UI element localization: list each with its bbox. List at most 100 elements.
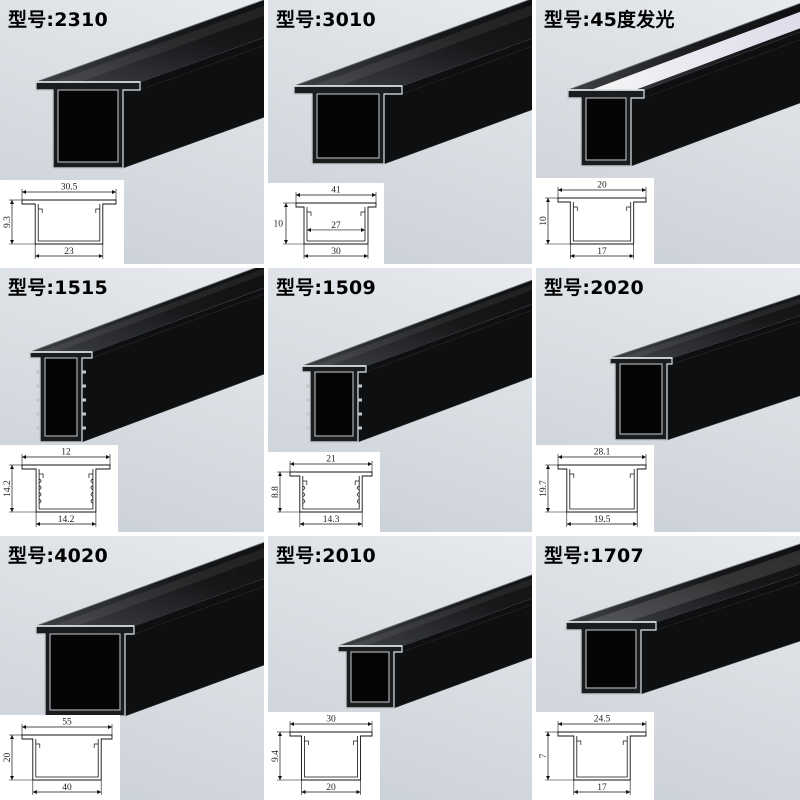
profile-edge-highlight: [35, 541, 264, 627]
cross-section-inner-wall: [304, 736, 358, 778]
cross-section-fin: [38, 478, 42, 484]
cross-section-lip: [573, 206, 578, 211]
profile-fin: [358, 384, 362, 388]
cross-section-fin: [90, 478, 94, 484]
model-title: 型号:2310: [8, 9, 108, 31]
profile-photo: [29, 268, 264, 443]
profile-fin: [306, 398, 310, 402]
dimension-label-top: 12: [61, 448, 71, 458]
profile-edge-highlight: [337, 574, 532, 647]
cross-section-lip: [569, 473, 575, 478]
profile-channel: [57, 89, 119, 163]
dimension-label-top: 20: [597, 181, 607, 191]
cross-section-outline: [557, 464, 647, 513]
model-title: 型号:1509: [276, 277, 376, 299]
cross-section-drawing: 55 40 20: [3, 718, 113, 795]
profile-edge-highlight: [609, 294, 800, 359]
cross-section-outline: [557, 197, 647, 245]
profile-channel: [585, 97, 627, 161]
profile-fin: [36, 398, 40, 402]
dimension-label-middle: 27: [331, 221, 341, 231]
cross-section-inner-wall: [38, 469, 94, 510]
profile-channel: [619, 363, 663, 435]
profile-channel: [314, 371, 354, 437]
cross-section-lip: [95, 208, 100, 213]
dimension-label-top: 21: [326, 455, 336, 465]
dimension-label-bottom: 17: [597, 247, 607, 257]
cross-section-lip: [88, 473, 93, 478]
dimension-label-left: 9.3: [3, 216, 13, 228]
profile-fin: [306, 426, 310, 430]
dimension-label-top: 41: [331, 186, 341, 196]
model-title: 型号:45度发光: [544, 9, 675, 31]
profile-fin: [82, 412, 86, 416]
dimension-label-left: 10: [274, 220, 284, 230]
model-title: 型号:4020: [8, 545, 108, 567]
profile-photo: [337, 574, 532, 709]
cross-section-lip: [307, 211, 312, 216]
dimension-label-bottom: 17: [597, 783, 607, 793]
profile-photo: [565, 543, 800, 695]
dimension-label-top: 55: [62, 718, 72, 728]
dimension-drawing: 55 40 20: [0, 715, 120, 800]
cross-section-fin: [38, 492, 42, 497]
profile-photo: [567, 2, 800, 167]
profile-channel: [49, 633, 121, 711]
profile-photo: [293, 0, 532, 165]
profile-edge-highlight: [29, 268, 257, 353]
dimension-label-bottom: 20: [326, 783, 336, 793]
cross-section-lip: [354, 480, 360, 485]
cross-section-outline: [21, 199, 117, 245]
profile-photo: [35, 541, 264, 717]
dimension-label-top: 30.5: [61, 183, 78, 193]
cross-section-fin: [90, 498, 94, 504]
cross-section-lip: [304, 740, 309, 745]
cross-section-fin: [302, 492, 306, 497]
cross-section-lip: [39, 473, 44, 478]
profile-fin: [36, 384, 40, 388]
model-title: 型号:2020: [544, 277, 644, 299]
dimension-label-bottom: 40: [62, 783, 72, 793]
cross-section-lip: [622, 740, 628, 745]
profile-fin: [82, 398, 86, 402]
cross-section-lip: [360, 211, 365, 216]
profile-edge-highlight: [293, 0, 530, 87]
model-title: 型号:2010: [276, 545, 376, 567]
cross-section-outline: [21, 464, 111, 513]
cross-section-fin: [356, 485, 360, 491]
profile-fin: [36, 370, 40, 374]
profile-edge-highlight: [35, 0, 264, 83]
cover-reflection: [311, 5, 532, 86]
cross-section-fin: [38, 498, 42, 504]
cross-section-outline: [289, 731, 373, 781]
profile-fin: [36, 426, 40, 430]
cross-section-fin: [302, 485, 306, 491]
cross-section-outline: [289, 471, 373, 513]
cover-reflection: [584, 550, 800, 622]
cross-section-outline: [557, 731, 647, 781]
dimension-label-left: 20: [3, 753, 13, 763]
cross-section-fin: [38, 485, 42, 491]
cross-section-inner-wall: [35, 739, 99, 778]
cross-section-inner-wall: [576, 736, 628, 778]
profile-fin: [82, 370, 86, 374]
cross-section-fin: [302, 499, 306, 504]
profile-fin: [358, 398, 362, 402]
cross-section-lip: [626, 206, 631, 211]
dimension-label-top: 24.5: [594, 715, 611, 725]
